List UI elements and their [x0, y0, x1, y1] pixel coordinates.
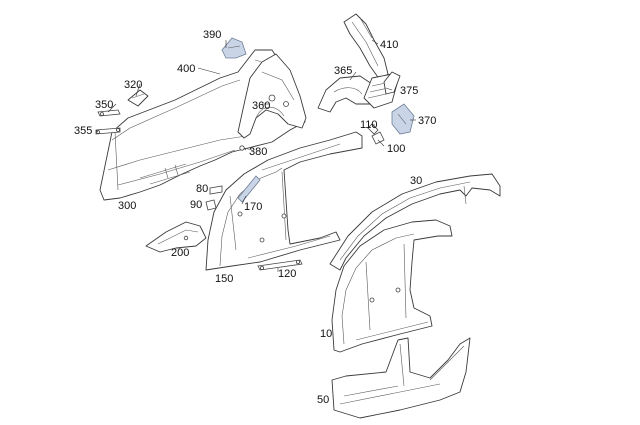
part-170-strip[interactable] — [237, 175, 261, 203]
callout-110[interactable]: 110 — [360, 119, 378, 131]
callout-355[interactable]: 355 — [74, 125, 92, 137]
part-30-roof-rail[interactable] — [329, 173, 501, 271]
callout-120[interactable]: 120 — [278, 268, 296, 280]
part-320-reinforcement[interactable] — [127, 89, 149, 107]
part-10-outer-side-frame[interactable] — [331, 219, 453, 353]
part-410-d-pillar[interactable] — [343, 13, 389, 81]
callout-375[interactable]: 375 — [400, 85, 418, 97]
callout-30[interactable]: 30 — [410, 175, 422, 187]
callout-10[interactable]: 10 — [320, 328, 332, 340]
callout-350[interactable]: 350 — [95, 99, 113, 111]
part-100-clip[interactable] — [371, 131, 385, 145]
callout-390[interactable]: 390 — [203, 29, 221, 41]
callout-400[interactable]: 400 — [177, 63, 195, 75]
part-110-clip[interactable] — [367, 123, 379, 135]
part-150-inner-frame[interactable] — [205, 131, 363, 271]
callout-365[interactable]: 365 — [334, 65, 352, 77]
callout-90[interactable]: 90 — [190, 199, 202, 211]
callout-300[interactable]: 300 — [118, 200, 136, 212]
callout-370[interactable]: 370 — [418, 115, 436, 127]
callout-380[interactable]: 380 — [249, 146, 267, 158]
part-80-bracket[interactable] — [209, 185, 223, 195]
callout-360[interactable]: 360 — [252, 100, 270, 112]
part-350-clip[interactable] — [97, 109, 121, 117]
part-360-wheel-arch[interactable] — [237, 53, 307, 139]
callout-80[interactable]: 80 — [196, 183, 208, 195]
callout-labels: 390 410 400 320 365 375 360 370 350 355 … — [74, 29, 436, 406]
part-90-bracket[interactable] — [205, 199, 217, 211]
part-120-rail[interactable] — [257, 259, 303, 271]
part-200-a-pillar-lower[interactable] — [145, 221, 207, 253]
callout-410[interactable]: 410 — [380, 39, 398, 51]
part-50-rocker[interactable] — [331, 337, 471, 419]
part-370-panel[interactable] — [391, 103, 415, 135]
part-375-vent[interactable] — [363, 71, 401, 109]
callout-200[interactable]: 200 — [171, 247, 189, 259]
callout-50[interactable]: 50 — [317, 394, 329, 406]
callout-170[interactable]: 170 — [244, 201, 262, 213]
leader-lines — [95, 39, 416, 272]
callout-100[interactable]: 100 — [387, 143, 405, 155]
part-390-bracket[interactable] — [221, 37, 247, 59]
callout-150[interactable]: 150 — [215, 273, 233, 285]
part-365-quarter-inner[interactable] — [317, 75, 373, 113]
callout-320[interactable]: 320 — [124, 79, 142, 91]
